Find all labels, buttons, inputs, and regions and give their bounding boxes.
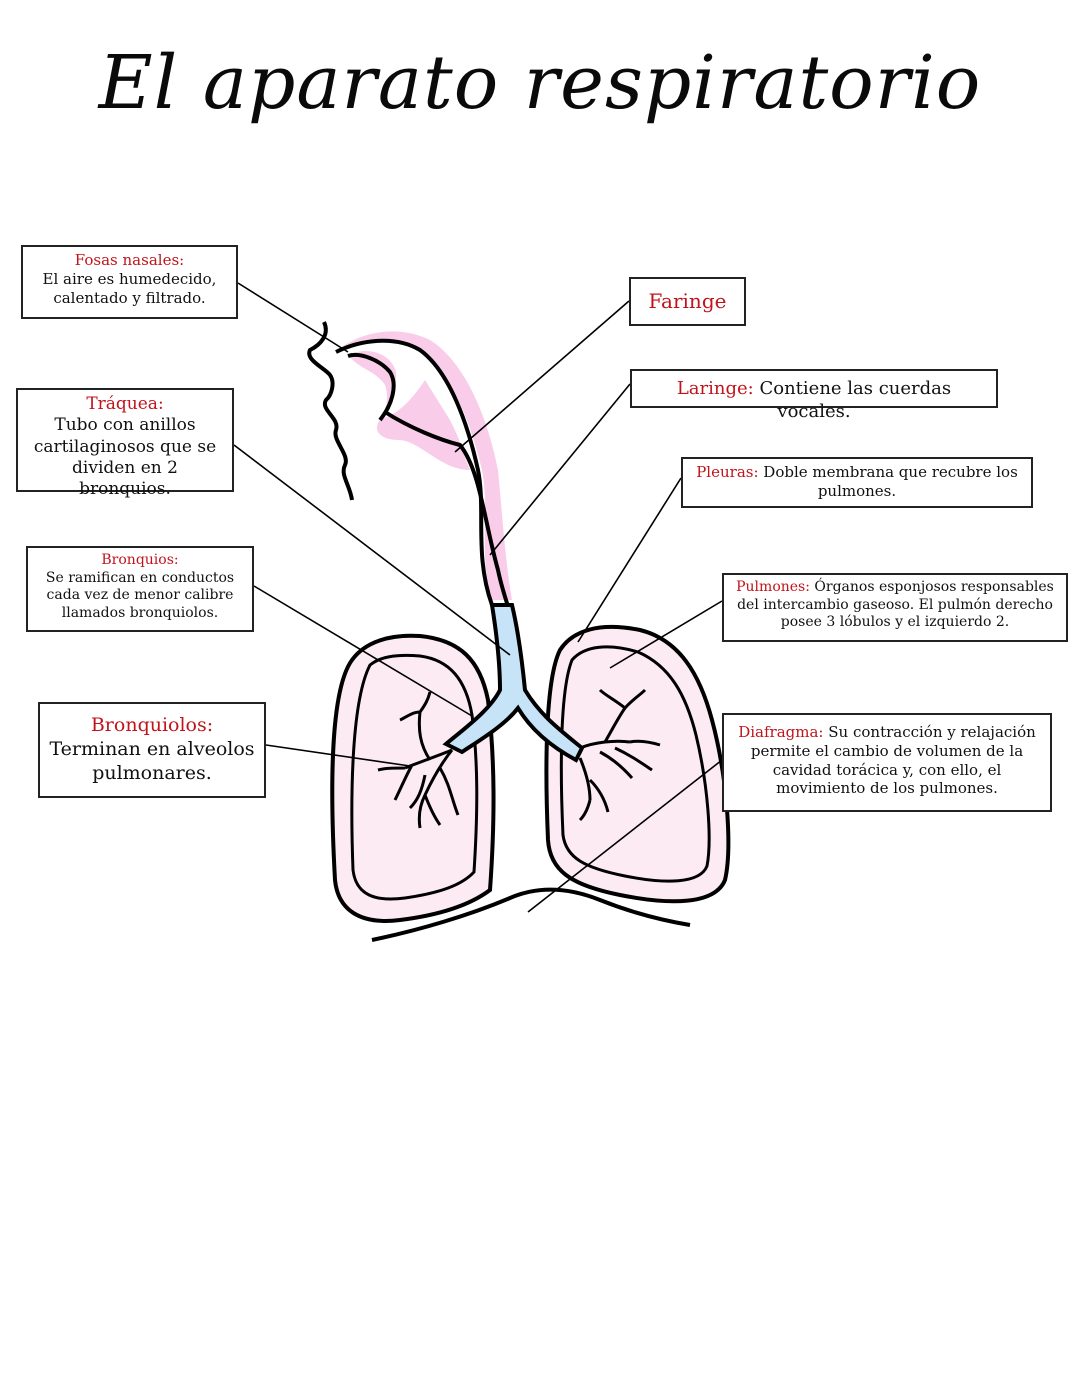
desc-laringe: Contiene las cuerdas vocales. <box>759 378 952 422</box>
leader-laringe <box>489 383 631 556</box>
face-profile <box>307 321 354 501</box>
desc-bronquiolos: Terminan en alveolos pulmonares. <box>49 737 255 784</box>
right-bronchioles <box>377 691 460 829</box>
label-fosas-nasales: Fosas nasales: El aire es humedecido, ca… <box>21 245 238 319</box>
label-diafragma: Diafragma: Su contracción y relajación p… <box>722 713 1052 812</box>
term-faringe: Faringe <box>648 289 727 313</box>
label-pulmones: Pulmones: Órganos esponjosos responsable… <box>722 573 1068 642</box>
page-title: El aparato respiratorio <box>98 40 982 126</box>
diaphragm <box>371 887 691 942</box>
term-fosas-nasales: Fosas nasales: <box>74 251 185 269</box>
label-bronquiolos: Bronquiolos: Terminan en alveolos pulmon… <box>38 702 266 798</box>
label-pleuras: Pleuras: Doble membrana que recubre los … <box>681 457 1033 508</box>
term-diafragma: Diafragma: <box>738 723 824 741</box>
left-lung-inner <box>559 645 711 883</box>
upper-airway <box>336 331 512 600</box>
desc-pleuras: Doble membrana que recubre los pulmones. <box>763 463 1018 500</box>
leader-faringe <box>454 300 630 453</box>
desc-traquea: Tubo con anillos cartilaginosos que se d… <box>33 415 217 499</box>
desc-fosas-nasales: El aire es humedecido, calentado y filtr… <box>42 269 217 307</box>
leader-diafragma <box>527 759 723 913</box>
label-laringe: Laringe: Contiene las cuerdas vocales. <box>630 369 998 422</box>
right-lung-inner <box>350 653 479 901</box>
label-faringe: Faringe <box>629 277 746 326</box>
leader-pulmones <box>609 600 723 669</box>
term-laringe: Laringe: <box>676 378 754 399</box>
leader-lines <box>233 282 723 913</box>
leader-pleuras <box>577 477 682 643</box>
leader-traquea <box>233 444 511 656</box>
term-bronquiolos: Bronquiolos: <box>90 714 214 736</box>
desc-diafragma: Su contracción y relajación permite el c… <box>750 723 1036 798</box>
desc-bronquios: Se ramifican en conductos cada vez de me… <box>45 569 235 621</box>
term-pleuras: Pleuras: <box>696 463 759 481</box>
trachea-bronchi <box>442 603 585 763</box>
term-pulmones: Pulmones: <box>736 579 810 595</box>
term-bronquios: Bronquios: <box>101 552 179 568</box>
leader-fosas <box>237 282 349 353</box>
leader-bronquiolos <box>265 744 411 767</box>
label-traquea: Tráquea: Tubo con anillos cartilaginosos… <box>16 388 234 499</box>
left-bronchioles <box>578 688 661 822</box>
leader-bronquios <box>253 585 473 717</box>
term-traquea: Tráquea: <box>86 394 164 414</box>
right-lung-outer <box>330 633 496 923</box>
desc-pulmones: Órganos esponjosos responsables del inte… <box>737 579 1054 630</box>
label-bronquios: Bronquios: Se ramifican en conductos cad… <box>26 546 254 632</box>
